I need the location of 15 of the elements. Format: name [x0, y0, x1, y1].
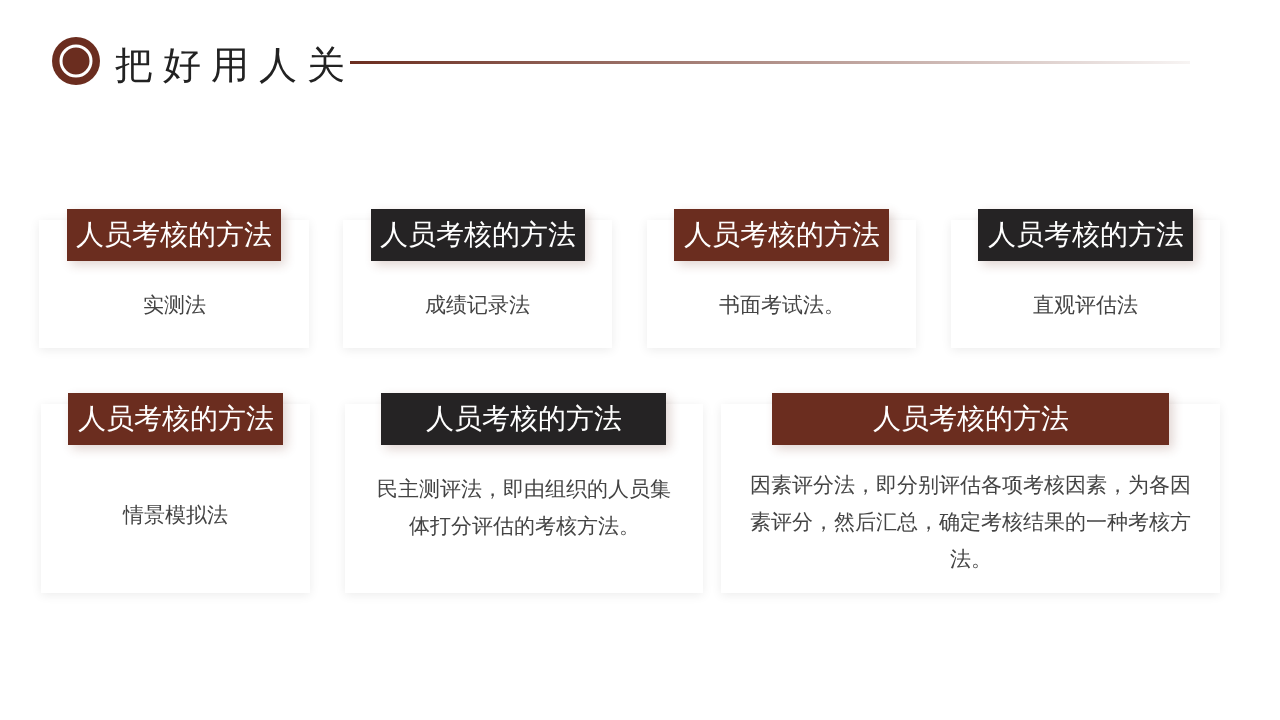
heading-tab: 人员考核的方法: [978, 209, 1193, 261]
description-text: 书面考试法。: [717, 292, 846, 318]
heading-tab: 人员考核的方法: [674, 209, 889, 261]
description-text: 情景模拟法: [121, 502, 229, 528]
description-text: 因素评分法，即分别评估各项考核因素，为各因素评分，然后汇总，确定考核结果的一种考核方法。: [749, 472, 1192, 572]
description-text: 民主测评法，即由组织的人员集体打分评估的考核方法。: [376, 476, 672, 539]
description-text: 成绩记录法: [424, 292, 531, 318]
heading-tab: 人员考核的方法: [371, 209, 585, 261]
heading-tab: 人员考核的方法: [381, 393, 666, 445]
page-title: 把好用人关: [115, 43, 355, 88]
heading-tab: 人员考核的方法: [772, 393, 1169, 445]
heading-tab: 人员考核的方法: [68, 393, 283, 445]
heading-tab: 人员考核的方法: [67, 209, 281, 261]
description-text: 直观评估法: [1032, 292, 1139, 318]
description-text: 实测法: [141, 292, 207, 318]
